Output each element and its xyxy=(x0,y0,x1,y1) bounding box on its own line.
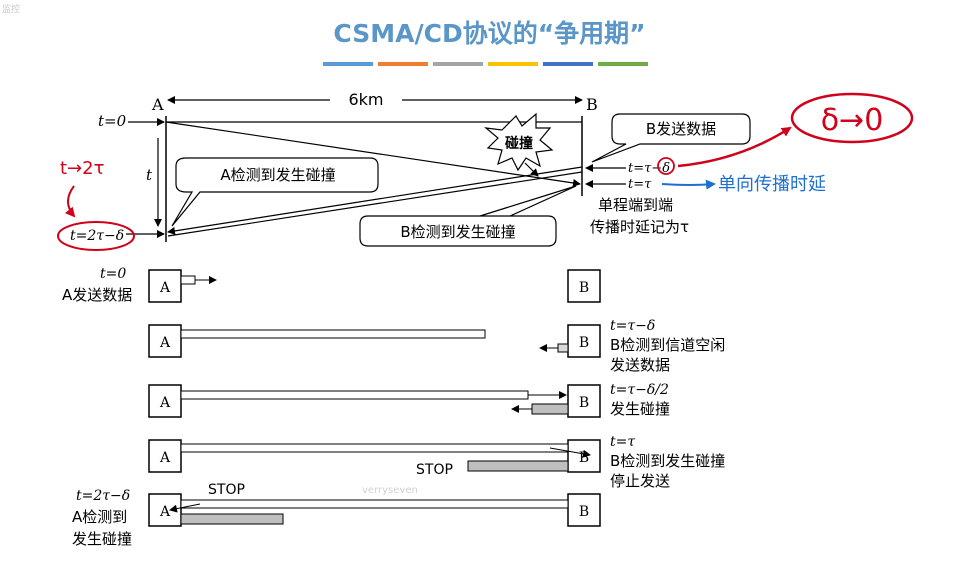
step3-right-line-1: t=τ−δ/2 xyxy=(610,382,669,398)
bubble-b-detect-text: B检测到发生碰撞 xyxy=(400,223,515,241)
red-annotation-top: δ→0 xyxy=(821,103,884,138)
step3-right-line-2: 发生碰撞 xyxy=(610,400,670,418)
node-a-text: A xyxy=(159,504,171,520)
node-a-box xyxy=(148,439,182,473)
red-left-arrow xyxy=(64,185,76,218)
bubble-b-send-text: B发送数据 xyxy=(646,120,716,138)
slide-title: CSMA/CD协议的“争用期” xyxy=(333,19,646,48)
node-a-box xyxy=(148,269,182,303)
a-signal-bar xyxy=(180,329,486,339)
timeline-step-1: A B t=0 A发送数据 xyxy=(62,266,601,304)
handwritten-annotations: δ→0 t→2τ 单向传播时延 xyxy=(57,92,914,251)
bubble-b-send xyxy=(591,113,751,163)
timeline-step-5: A B STOP t=2τ−δ A检测到 发生碰撞 xyxy=(72,482,601,548)
a-signal-stub xyxy=(180,275,196,285)
collision-pointer xyxy=(524,162,539,177)
node-b-box xyxy=(567,324,601,358)
watermark: verryseven xyxy=(362,485,418,496)
collision-label: 碰撞 xyxy=(505,135,533,152)
step5-left-line-1: t=2τ−δ xyxy=(76,488,130,504)
color-bar-segment xyxy=(598,62,648,66)
note-line-1: 单程端到端 xyxy=(598,196,673,214)
b-signal-stub xyxy=(557,343,569,353)
node-a-label: A xyxy=(151,95,164,114)
a-signal-bar xyxy=(180,513,284,525)
bubble-a-detect-text: A检测到发生碰撞 xyxy=(220,166,335,184)
node-b-box xyxy=(567,269,601,303)
red-circle-left xyxy=(57,221,135,251)
red-circle-top xyxy=(790,92,914,144)
t-end-label: t=2τ−δ xyxy=(70,228,124,244)
step4-right-line-3: 停止发送 xyxy=(610,472,670,490)
step5-left-line-3: 发生碰撞 xyxy=(72,530,132,548)
t-tau-label: t=τ xyxy=(628,177,652,192)
signal-arrive-b xyxy=(539,177,581,187)
corner-mark: 监控 xyxy=(2,5,21,15)
step4-right-line-1: t=τ xyxy=(610,434,635,450)
signal-a-to-b xyxy=(165,121,541,179)
node-a-text: A xyxy=(159,335,171,351)
b-signal-bar xyxy=(180,499,569,509)
step2-right-line-1: t=τ−δ xyxy=(610,318,655,334)
time-axis-label: t xyxy=(146,166,153,184)
signal-b-to-a-bottom xyxy=(167,171,583,237)
timeline: A B t=0 A发送数据 A B t=τ−δ B检测到信道空闲 发送数据 xyxy=(62,266,725,548)
timeline-step-2: A B t=τ−δ B检测到信道空闲 发送数据 xyxy=(148,318,725,374)
node-b-text: B xyxy=(579,504,589,520)
node-a-text: A xyxy=(159,450,171,466)
a-signal-bar xyxy=(180,390,529,400)
stop-label-b: STOP xyxy=(416,462,453,478)
node-b-label: B xyxy=(586,95,598,114)
node-b-text: B xyxy=(579,450,589,466)
node-a-text: A xyxy=(159,280,171,296)
node-b-text: B xyxy=(579,395,589,411)
step1-left-line-1: t=0 xyxy=(100,266,126,282)
node-b-text: B xyxy=(579,335,589,351)
bubble-a-detect xyxy=(171,157,379,227)
stop-label-a: STOP xyxy=(208,482,245,498)
bubble-b-detect xyxy=(359,185,577,247)
t0-label: t=0 xyxy=(98,112,127,130)
color-bar-segment xyxy=(543,62,593,66)
b-signal-arrow xyxy=(169,503,201,513)
red-annotation-left: t→2τ xyxy=(60,158,104,179)
node-b-text: B xyxy=(579,280,589,296)
step1-left-line-2: A发送数据 xyxy=(62,286,132,304)
collision-burst xyxy=(484,112,554,172)
step2-right-line-3: 发送数据 xyxy=(610,356,670,374)
a-signal-arrow xyxy=(549,447,591,458)
node-b-box xyxy=(567,384,601,418)
node-a-box xyxy=(148,324,182,358)
a-signal-bar xyxy=(180,443,569,453)
color-bar-segment xyxy=(323,62,373,66)
note-line-2: 传播时延记为τ xyxy=(590,218,689,236)
node-a-text: A xyxy=(159,395,171,411)
red-circle-delta xyxy=(657,157,675,175)
step2-right-line-2: B检测到信道空闲 xyxy=(610,336,725,354)
step5-left-line-2: A检测到 xyxy=(72,508,127,526)
color-bar-segment xyxy=(433,62,483,66)
t-tau-delta-label: t=τ−δ xyxy=(628,161,670,176)
node-b-box xyxy=(567,493,601,527)
node-a-box xyxy=(148,384,182,418)
step4-right-line-2: B检测到发生碰撞 xyxy=(610,452,725,470)
signal-b-to-a-top xyxy=(167,166,583,235)
color-bar-segment xyxy=(378,62,428,66)
red-arrow-curve xyxy=(677,126,792,168)
blue-annotation: 单向传播时延 xyxy=(718,174,826,195)
b-signal-bar xyxy=(467,460,569,472)
timing-diagram: A B 6km t=0 t 碰撞 A检测到发生碰撞 xyxy=(70,90,751,247)
distance-label: 6km xyxy=(348,90,383,109)
timeline-step-3: A B t=τ−δ/2 发生碰撞 xyxy=(148,382,670,418)
timeline-step-4: A B STOP t=τ B检测到发生碰撞 停止发送 xyxy=(148,434,725,490)
blue-arrow xyxy=(661,179,716,190)
title-color-bar xyxy=(323,62,648,66)
color-bar-segment xyxy=(488,62,538,66)
b-signal-bar xyxy=(531,403,569,415)
